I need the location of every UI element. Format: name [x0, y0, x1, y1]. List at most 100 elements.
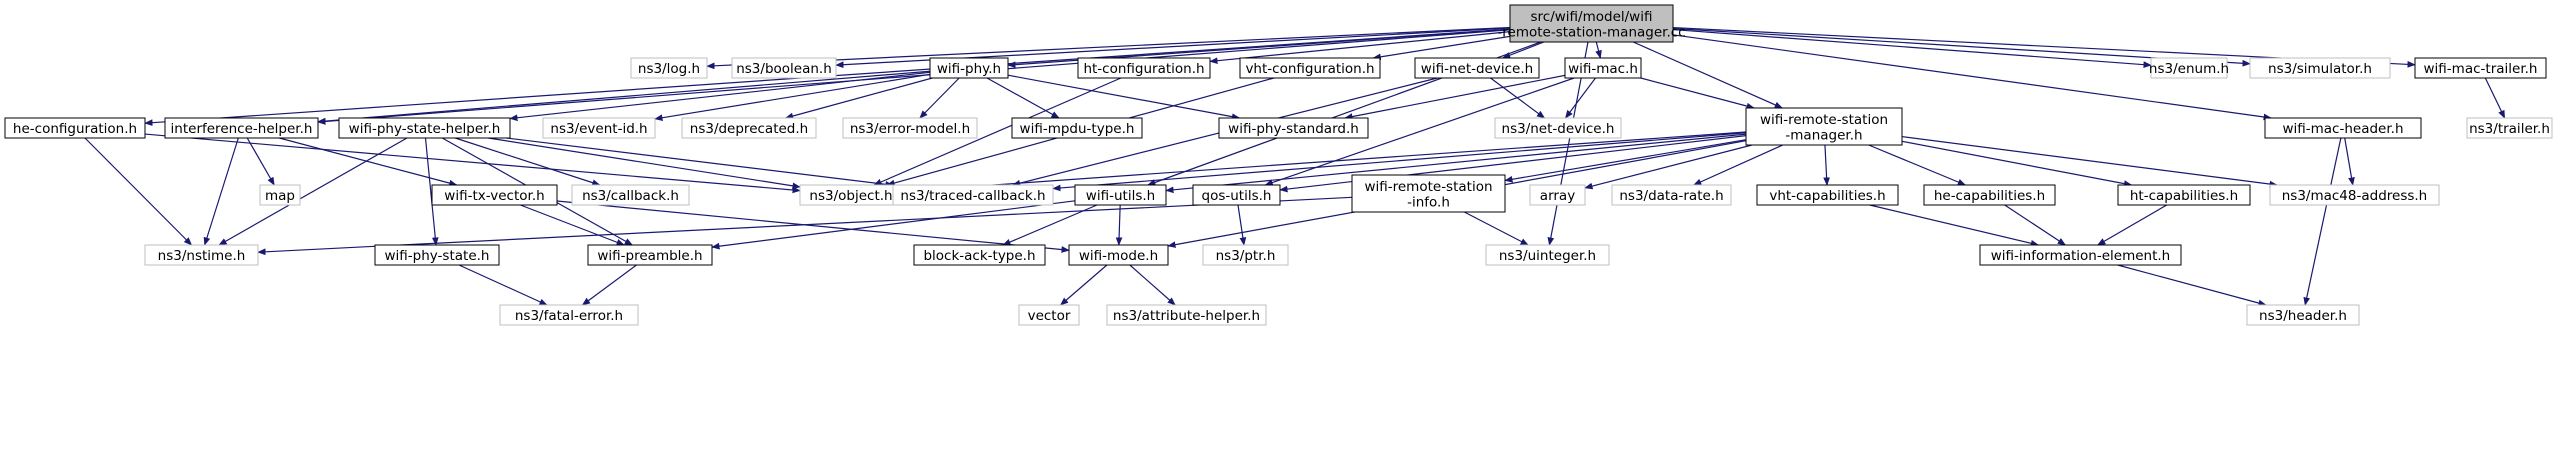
edge-wifiphy-to-eventid — [654, 73, 931, 122]
node-mpdutype[interactable]: wifi-mpdu-type.h — [1011, 117, 1143, 139]
node-preamble[interactable]: wifi-preamble.h — [587, 244, 713, 266]
node-label: qos-utils.h — [1202, 188, 1272, 204]
edge-main-to-vhtconf — [1372, 35, 1511, 61]
node-label: ns3/uinteger.h — [1499, 248, 1596, 264]
node-infoelem[interactable]: wifi-information-element.h — [1979, 244, 2182, 266]
node-macheader[interactable]: wifi-mac-header.h — [2264, 117, 2422, 139]
edge-wifiphy-to-interf — [317, 70, 931, 125]
edge-wifiutils-to-wifimode — [1115, 204, 1123, 246]
edge-heconf-to-nstime — [84, 137, 193, 246]
node-label: wifi-mac-header.h — [2282, 121, 2403, 137]
node-vector: vector — [1018, 304, 1080, 326]
node-physstate[interactable]: wifi-phy-state.h — [374, 244, 500, 266]
node-heconf[interactable]: he-configuration.h — [4, 117, 146, 139]
node-label: wifi-tx-vector.h — [444, 188, 544, 204]
node-box — [731, 57, 837, 79]
node-box — [374, 244, 500, 266]
node-box — [542, 117, 656, 139]
node-callback: ns3/callback.h — [571, 184, 690, 206]
node-wifiutils[interactable]: wifi-utils.h — [1074, 184, 1167, 206]
node-wifinetdev[interactable]: wifi-net-device.h — [1414, 57, 1540, 79]
node-label: he-configuration.h — [13, 121, 137, 137]
node-wifiphy[interactable]: wifi-phy.h — [929, 57, 1009, 79]
node-label: vht-configuration.h — [1245, 61, 1374, 77]
edge-main-to-rsmh — [1633, 41, 1784, 109]
node-label: ns3/attribute-helper.h — [1113, 308, 1260, 324]
node-box — [338, 117, 511, 139]
edge-rsmh-to-array — [1584, 144, 1753, 190]
node-box — [2269, 184, 2440, 206]
node-box — [892, 184, 1054, 206]
node-label: ns3/enum.h — [2149, 61, 2229, 77]
node-txvector[interactable]: wifi-tx-vector.h — [431, 184, 558, 206]
node-box — [1068, 244, 1169, 266]
node-box — [681, 117, 817, 139]
node-log: ns3/log.h — [630, 57, 708, 79]
edge-preamble-to-fatalerror — [581, 264, 637, 306]
edge-wifiphy-to-phystatehelper — [509, 71, 931, 122]
edge-phystatehelper-to-physstate — [424, 137, 439, 246]
node-vhtconf[interactable]: vht-configuration.h — [1239, 57, 1381, 79]
edge-main-to-wifimac — [1595, 41, 1602, 59]
node-main[interactable]: src/wifi/model/wifi-remote-station-manag… — [1497, 4, 1686, 43]
node-box — [431, 184, 558, 206]
edge-main-to-wifinetdev — [1501, 41, 1545, 59]
node-vhtcap[interactable]: vht-capabilities.h — [1756, 184, 1899, 206]
node-box — [1756, 184, 1899, 206]
node-box — [1018, 304, 1080, 326]
node-qosutils[interactable]: qos-utils.h — [1192, 184, 1281, 206]
node-rsmh[interactable]: wifi-remote-station-manager.h — [1745, 107, 1903, 146]
node-box — [2117, 184, 2251, 206]
node-label: wifi-phy-standard.h — [1228, 121, 1359, 137]
edge-wifimac-to-rsmh — [1640, 77, 1755, 110]
node-wifimode[interactable]: wifi-mode.h — [1068, 244, 1169, 266]
node-label: he-capabilities.h — [1934, 188, 2045, 204]
node-label: ns3/error-model.h — [850, 121, 970, 137]
edge-rsmh-to-qosutils — [1279, 134, 1747, 193]
node-htconf[interactable]: ht-configuration.h — [1077, 57, 1211, 79]
node-label: ns3/ptr.h — [1216, 248, 1276, 264]
node-label: ns3/net-device.h — [1502, 121, 1615, 137]
node-mactrailer[interactable]: wifi-mac-trailer.h — [2414, 57, 2547, 79]
node-box — [2246, 304, 2360, 326]
edge-txvector-to-preamble — [520, 204, 625, 246]
node-label: wifi-phy-state-helper.h — [349, 121, 501, 137]
node-label: wifi-preamble.h — [597, 248, 702, 264]
node-phystatehelper[interactable]: wifi-phy-state-helper.h — [338, 117, 511, 139]
node-array: array — [1529, 184, 1586, 206]
node-deprecated: ns3/deprecated.h — [681, 117, 817, 139]
edge-interf-to-nstime — [203, 137, 239, 246]
edge-rsmh-to-rsinfo — [1504, 139, 1747, 183]
node-label: wifi-remote-station — [1364, 179, 1492, 195]
node-box — [2414, 57, 2547, 79]
edge-wifimac-to-phystandard — [1344, 74, 1566, 120]
node-rsinfo[interactable]: wifi-remote-station-info.h — [1351, 174, 1506, 213]
node-box — [1509, 4, 1674, 43]
edge-rsmh-to-wifiutils — [1165, 133, 1747, 194]
node-box — [1218, 117, 1369, 139]
node-label: wifi-phy.h — [937, 61, 1001, 77]
node-wifimac[interactable]: wifi-mac.h — [1564, 57, 1642, 79]
node-box — [2264, 117, 2422, 139]
node-label: ns3/event-id.h — [550, 121, 647, 137]
edge-infoelem-to-header — [2117, 264, 2267, 307]
edge-txvector-to-wifimode — [556, 200, 1070, 253]
node-box — [1485, 244, 1610, 266]
node-label: map — [265, 188, 295, 204]
node-box — [1192, 184, 1281, 206]
node-phystandard[interactable]: wifi-phy-standard.h — [1218, 117, 1369, 139]
node-box — [1106, 304, 1267, 326]
node-interf[interactable]: interference-helper.h — [164, 117, 319, 139]
node-box — [842, 117, 978, 139]
node-label: ns3/boolean.h — [736, 61, 832, 77]
node-hecap[interactable]: he-capabilities.h — [1923, 184, 2056, 206]
node-label: wifi-remote-station — [1760, 112, 1888, 128]
node-simulator: ns3/simulator.h — [2249, 57, 2391, 79]
edge-phystatehelper-to-object — [488, 137, 801, 190]
node-boolean: ns3/boolean.h — [731, 57, 837, 79]
edge-phystatehelper-to-callback — [455, 137, 601, 186]
node-blockack[interactable]: block-ack-type.h — [913, 244, 1046, 266]
node-label: -manager.h — [1785, 127, 1862, 143]
node-htcap[interactable]: ht-capabilities.h — [2117, 184, 2251, 206]
